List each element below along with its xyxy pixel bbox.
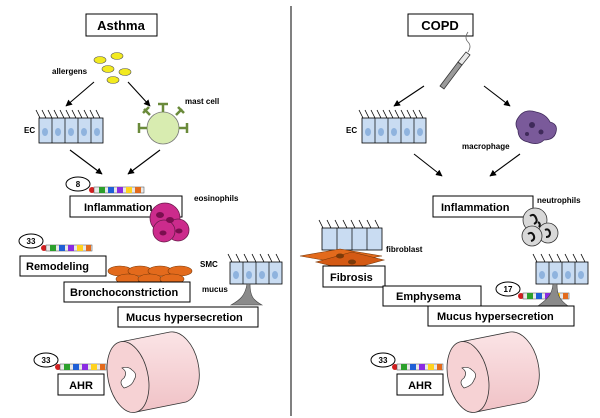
badge-17-text: 17 — [504, 285, 513, 294]
emphysema-text: Emphysema — [396, 291, 462, 303]
inflammation-text-left: Inflammation — [84, 202, 153, 214]
bronchoconstriction-box — [63, 281, 191, 303]
allergens-icon — [93, 52, 132, 84]
badge-33-ahr-left-text: 33 — [42, 356, 51, 365]
mucus-hypersecretion-text-left: Mucus hypersecretion — [126, 312, 243, 324]
macrophage-label: macrophage — [462, 142, 510, 151]
remodeling-text: Remodeling — [26, 261, 89, 273]
chromosome-icon-5 — [392, 363, 444, 371]
arrow-mast-inflammation — [127, 149, 161, 175]
copd-title: COPD — [421, 18, 459, 33]
copd-title-box — [407, 13, 474, 37]
bronchoconstriction-text: Bronchoconstriction — [70, 287, 178, 299]
arrow-macrophage-inflammation — [489, 153, 521, 177]
ec-label-left: EC — [24, 126, 35, 135]
eosinophils-icon — [149, 202, 190, 243]
asthma-title-box — [85, 13, 158, 37]
epithelial-cells-icon — [35, 109, 104, 144]
badge-8 — [65, 176, 91, 192]
epithelium-mucus-icon-left — [227, 253, 283, 306]
smc-label: SMC — [200, 260, 218, 269]
arrow-smoke-macrophage — [483, 85, 511, 107]
eosinophils-label: eosinophils — [194, 194, 239, 203]
badge-33-remodeling-text: 33 — [27, 237, 36, 246]
macrophage-icon — [515, 110, 557, 144]
airway-tube-icon-left — [106, 331, 200, 413]
mast-cell-label: mast cell — [185, 97, 219, 106]
mucus-label: mucus — [202, 285, 228, 294]
mast-cell-icon — [137, 102, 189, 145]
mucus-hypersecretion-box-right — [427, 305, 575, 327]
ahr-box-right — [396, 373, 444, 396]
ahr-text-right: AHR — [408, 380, 432, 392]
neutrophils-icon — [521, 207, 559, 247]
arrow-ec-inflammation-right — [413, 153, 443, 177]
cigarette-icon — [439, 31, 471, 90]
chromosome-icon-4 — [518, 292, 570, 300]
arrow-ec-inflammation — [69, 149, 103, 175]
ahr-text-left: AHR — [69, 380, 93, 392]
mucus-hypersecretion-box-left — [117, 306, 259, 328]
fibroblast-icon — [299, 219, 386, 271]
badge-17 — [495, 281, 521, 297]
asthma-title: Asthma — [97, 18, 145, 33]
allergens-label: allergens — [52, 67, 88, 76]
asthma-panel: Asthma allergens EC — [18, 13, 283, 413]
badge-8-text: 8 — [76, 180, 81, 189]
ahr-box-left — [57, 373, 105, 396]
neutrophils-label: neutrophils — [537, 196, 581, 205]
chromosome-icon-1 — [89, 186, 145, 194]
ec-label-right: EC — [346, 126, 357, 135]
chromosome-icon-3 — [55, 363, 107, 371]
chromosome-icon-2 — [41, 244, 93, 252]
epithelium-mucus-icon-right — [532, 253, 589, 307]
badge-33-ahr-left — [33, 352, 59, 368]
airway-tube-icon-right — [446, 331, 540, 413]
fibrosis-box — [322, 265, 386, 288]
arrow-allergens-mast — [127, 81, 151, 107]
mucus-hypersecretion-text-right: Mucus hypersecretion — [437, 311, 554, 323]
badge-33-ahr-right — [370, 352, 396, 368]
inflammation-box-right — [432, 195, 534, 218]
badge-33-ahr-right-text: 33 — [379, 356, 388, 365]
fibrosis-text: Fibrosis — [330, 272, 373, 284]
remodeling-box — [19, 255, 107, 277]
fibroblast-label: fibroblast — [386, 245, 423, 254]
arrow-allergens-ec — [65, 81, 95, 107]
badge-33-remodeling — [18, 233, 44, 249]
epithelial-cells-icon-right — [358, 109, 427, 144]
copd-panel: COPD EC — [299, 13, 589, 413]
inflammation-text-right: Inflammation — [441, 202, 510, 214]
smooth-muscle-cells-icon — [107, 265, 193, 285]
arrow-smoke-ec — [393, 85, 425, 107]
